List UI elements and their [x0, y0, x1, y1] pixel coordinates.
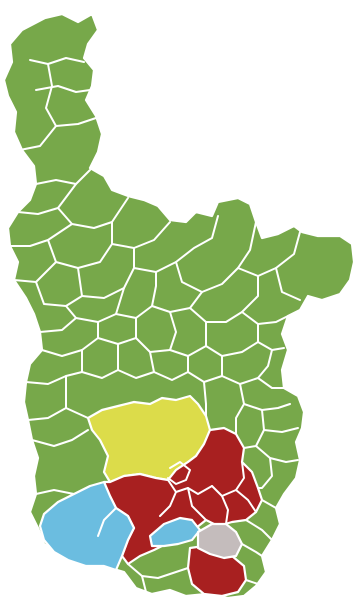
region-green	[2, 12, 356, 600]
region-red	[102, 426, 264, 566]
region-gray	[196, 522, 244, 560]
district-boundaries	[9, 57, 301, 593]
region-blue	[38, 480, 136, 572]
region-blue-lake	[148, 516, 202, 548]
